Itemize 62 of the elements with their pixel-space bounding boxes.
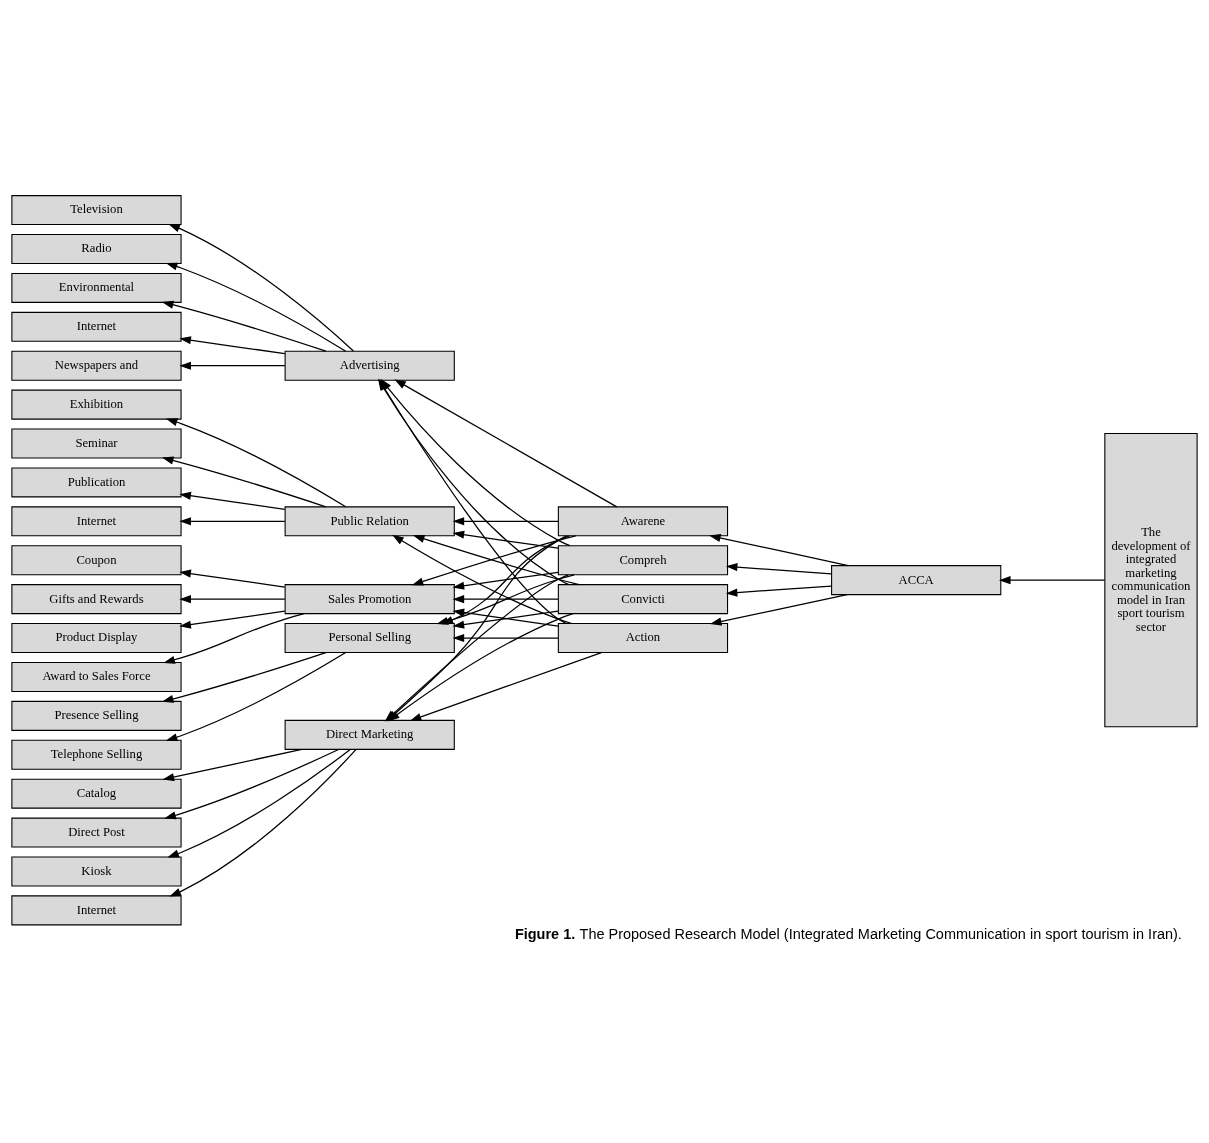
arrow	[161, 456, 327, 507]
arrow	[167, 748, 351, 858]
node-box: Advertising	[284, 350, 455, 381]
node-box: Internet	[11, 505, 182, 536]
arrow	[452, 571, 559, 590]
node-box: Awarene	[557, 505, 729, 536]
node-box: Kiosk	[11, 855, 182, 886]
arrow	[168, 223, 355, 352]
node-box: Environmental	[11, 272, 182, 303]
arrow	[452, 516, 559, 525]
arrow	[998, 575, 1106, 584]
arrow	[165, 651, 347, 741]
arrow	[169, 748, 357, 896]
caption: Figure 1. The Proposed Research Model (Integrated Marketing Communication in sport tourism in Iran).	[514, 925, 1182, 942]
arrow	[725, 562, 832, 575]
arrow	[452, 594, 559, 603]
node-box: Award to Sales Force	[11, 661, 182, 692]
arrow	[179, 335, 286, 354]
arrow	[179, 516, 286, 525]
arrow	[179, 569, 286, 588]
arrow	[161, 300, 327, 352]
arrow	[179, 610, 286, 629]
arrow	[179, 361, 286, 370]
node-box: Action	[557, 622, 729, 653]
node-box: The development of integrated marketing communication model in Iran sport tourism sector	[1104, 432, 1198, 727]
arrow	[179, 491, 286, 510]
node-box: Presence Selling	[11, 700, 182, 731]
node-box: Product Display	[11, 622, 182, 653]
arrow	[709, 593, 848, 625]
node-box: Compreh	[557, 544, 729, 575]
node-box: Seminar	[11, 428, 182, 459]
arrow	[163, 612, 305, 664]
node-box: Direct Marketing	[284, 719, 455, 750]
node-box: Television	[11, 194, 182, 225]
node-box: Personal Selling	[284, 622, 455, 653]
arrow	[161, 651, 327, 703]
node-box: Radio	[11, 233, 182, 264]
node-box: Sales Promotion	[284, 583, 455, 614]
node-box: Internet	[11, 894, 182, 925]
node-box: Convicti	[557, 583, 729, 614]
arrow	[162, 748, 303, 781]
arrow	[394, 378, 618, 507]
node-box: Exhibition	[11, 389, 182, 420]
node-box: Catalog	[11, 778, 182, 809]
arrow	[165, 417, 347, 507]
node-box: Newspapers and	[11, 350, 182, 381]
node-box: Telephone Selling	[11, 739, 182, 770]
arrow	[709, 533, 849, 566]
node-box: Direct Post	[11, 817, 182, 848]
arrow	[179, 594, 286, 603]
arrow	[164, 748, 340, 819]
arrow	[452, 633, 559, 642]
node-box: ACCA	[831, 564, 1002, 595]
arrow	[452, 530, 559, 549]
node-box: Gifts and Rewards	[11, 583, 182, 614]
node-box: Public Relation	[284, 505, 455, 536]
node-box: Publication	[11, 466, 182, 497]
node-box: Internet	[11, 311, 182, 342]
arrow	[725, 584, 832, 597]
arrow	[165, 262, 347, 352]
node-box: Coupon	[11, 544, 182, 575]
arrow	[409, 651, 603, 721]
